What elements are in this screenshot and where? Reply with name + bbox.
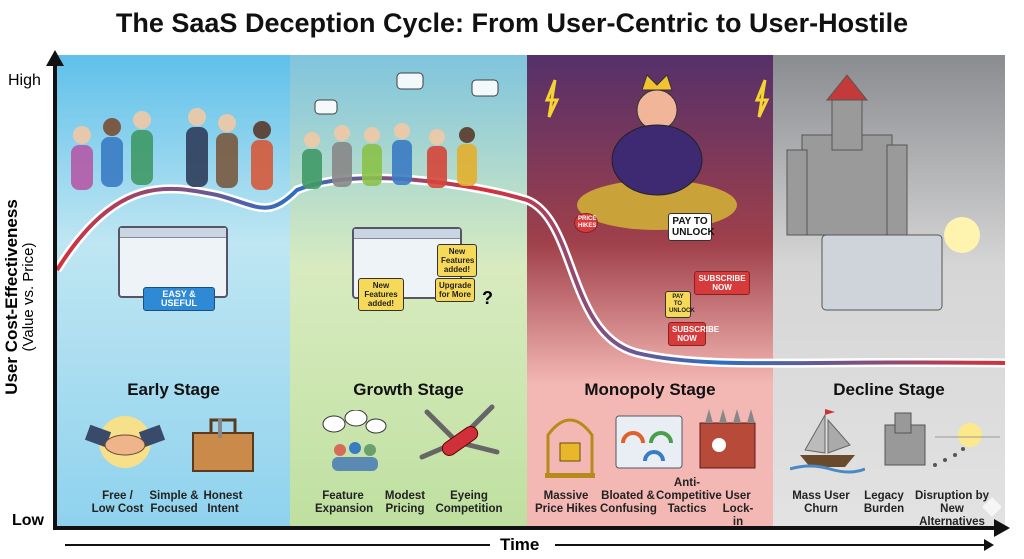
early-crowd-illustration <box>71 108 273 190</box>
caption-legacy-burden: Legacy Burden <box>863 490 905 515</box>
sinking-ship-icon <box>790 409 865 474</box>
y-axis <box>53 62 57 529</box>
crowd-speech-icon <box>322 410 387 471</box>
stage-title-decline: Decline Stage <box>833 380 945 399</box>
caption-user-lock-in: User Lock-in <box>722 490 754 528</box>
new-features-bubble: New Features added! <box>358 278 404 311</box>
caption-disruption-new-alternatives: Disruption by New Alternatives <box>914 490 990 528</box>
y-axis-arrow-icon <box>46 50 64 66</box>
new-features-bubble: New Features added! <box>437 244 477 277</box>
golden-cage-lock-icon <box>545 418 595 478</box>
y-axis-high-label: High <box>8 72 41 89</box>
page-title: The SaaS Deception Cycle: From User-Cent… <box>115 8 909 38</box>
caption-simple-focused: Simple & Focused <box>149 490 199 515</box>
caption-eyeing-competition: Eyeing Competition <box>435 490 503 515</box>
time-arrow-line <box>555 544 990 546</box>
x-axis-arrow-icon <box>994 519 1010 537</box>
subscribe-now-banner: SUBSCRIBE NOW <box>694 271 750 295</box>
ruins-sunrise-icon <box>884 412 1000 467</box>
cost-effectiveness-curve <box>57 72 1005 368</box>
subscribe-now-button: SUBSCRIBE NOW <box>668 322 719 346</box>
monopoly-king-illustration <box>544 74 770 230</box>
spiked-wall-icon <box>699 409 756 469</box>
toolbox-icon <box>192 418 254 472</box>
caption-modest-pricing: Modest Pricing <box>384 490 426 515</box>
growth-crowd-illustration <box>302 72 499 189</box>
time-arrow-icon <box>984 539 994 551</box>
decline-castle-illustration <box>786 74 980 311</box>
caption-honest-intent: Honest Intent <box>203 490 243 515</box>
stage-title-early: Early Stage <box>127 380 220 399</box>
x-axis <box>53 526 998 530</box>
caption-anti-competitive-tactics: Anti- Competitive Tactics <box>656 477 722 515</box>
x-axis-label: Time <box>500 535 540 554</box>
price-hikes-sign: PRICE HIKES <box>574 213 598 233</box>
upgrade-bubble: Upgrade for More <box>435 278 475 302</box>
pay-to-unlock-popup: PAY TO UNLOCK <box>668 213 715 241</box>
caption-feature-expansion: Feature Expansion <box>315 490 374 515</box>
y-axis-sublabel: (Value vs. Price) <box>20 242 37 352</box>
pay-to-unlock-tag: PAY TO UNLOCK <box>665 291 695 318</box>
stage-title-growth: Growth Stage <box>353 380 464 399</box>
stage-title-monopoly: Monopoly Stage <box>584 380 716 399</box>
caption-free-low-cost: Free / Low Cost <box>91 490 144 515</box>
handshake-icon <box>85 416 165 468</box>
caption-bloated-confusing: Bloated & Confusing <box>600 490 657 515</box>
question-mark: ? <box>482 288 493 308</box>
swiss-army-knife-icon <box>419 404 500 460</box>
easy-useful-badge: EASY & USEFUL <box>143 287 215 311</box>
caption-mass-user-churn: Mass User Churn <box>792 490 850 515</box>
caption-massive-price-hikes: Massive Price Hikes <box>535 490 598 515</box>
bloated-dashboard-icon <box>615 415 683 469</box>
y-axis-title: User Cost-Effectiveness(Value vs. Price) <box>2 162 37 432</box>
y-axis-low-label: Low <box>12 512 44 529</box>
early-app-window <box>118 226 228 298</box>
time-arrow-line <box>65 544 490 546</box>
y-axis-label: User Cost-Effectiveness <box>2 199 21 395</box>
